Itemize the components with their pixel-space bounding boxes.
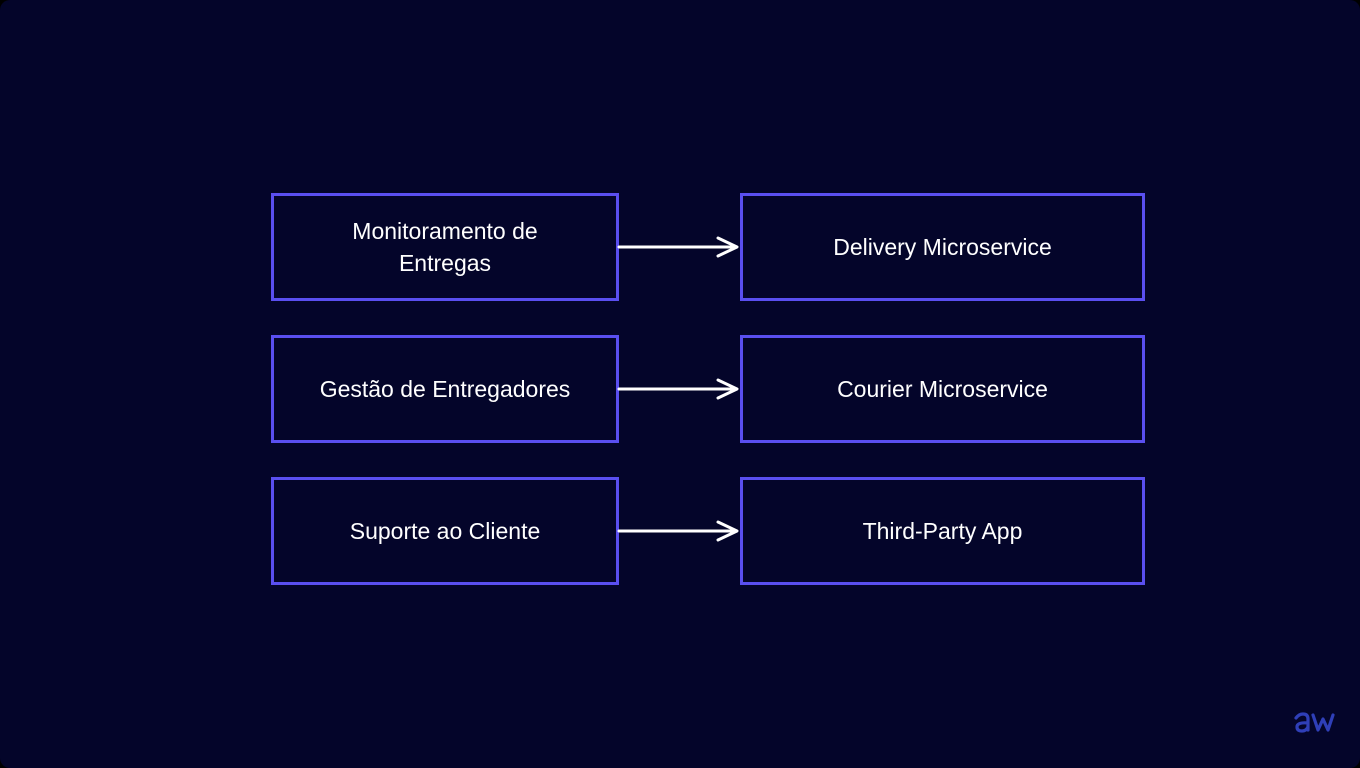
- target-box-label: Courier Microservice: [837, 376, 1048, 402]
- source-box-monitoramento: Monitoramento de Entregas: [271, 193, 619, 301]
- target-box-label: Third-Party App: [862, 518, 1023, 544]
- source-box-label: Monitoramento de Entregas: [352, 218, 538, 276]
- target-box-label: Delivery Microservice: [833, 234, 1052, 260]
- source-box-label: Gestão de Entregadores: [319, 376, 571, 402]
- arrow-row-2: [617, 378, 739, 400]
- arrow-row-1: [617, 236, 739, 258]
- arrow-row-3: [617, 520, 739, 542]
- target-box-delivery-microservice: Delivery Microservice: [740, 193, 1145, 301]
- target-box-courier-microservice: Courier Microservice: [740, 335, 1145, 443]
- source-box-label: Suporte ao Cliente: [349, 518, 541, 544]
- source-box-gestao-entregadores: Gestão de Entregadores: [271, 335, 619, 443]
- target-box-third-party-app: Third-Party App: [740, 477, 1145, 585]
- aw-logo: [1294, 712, 1335, 733]
- source-box-suporte-cliente: Suporte ao Cliente: [271, 477, 619, 585]
